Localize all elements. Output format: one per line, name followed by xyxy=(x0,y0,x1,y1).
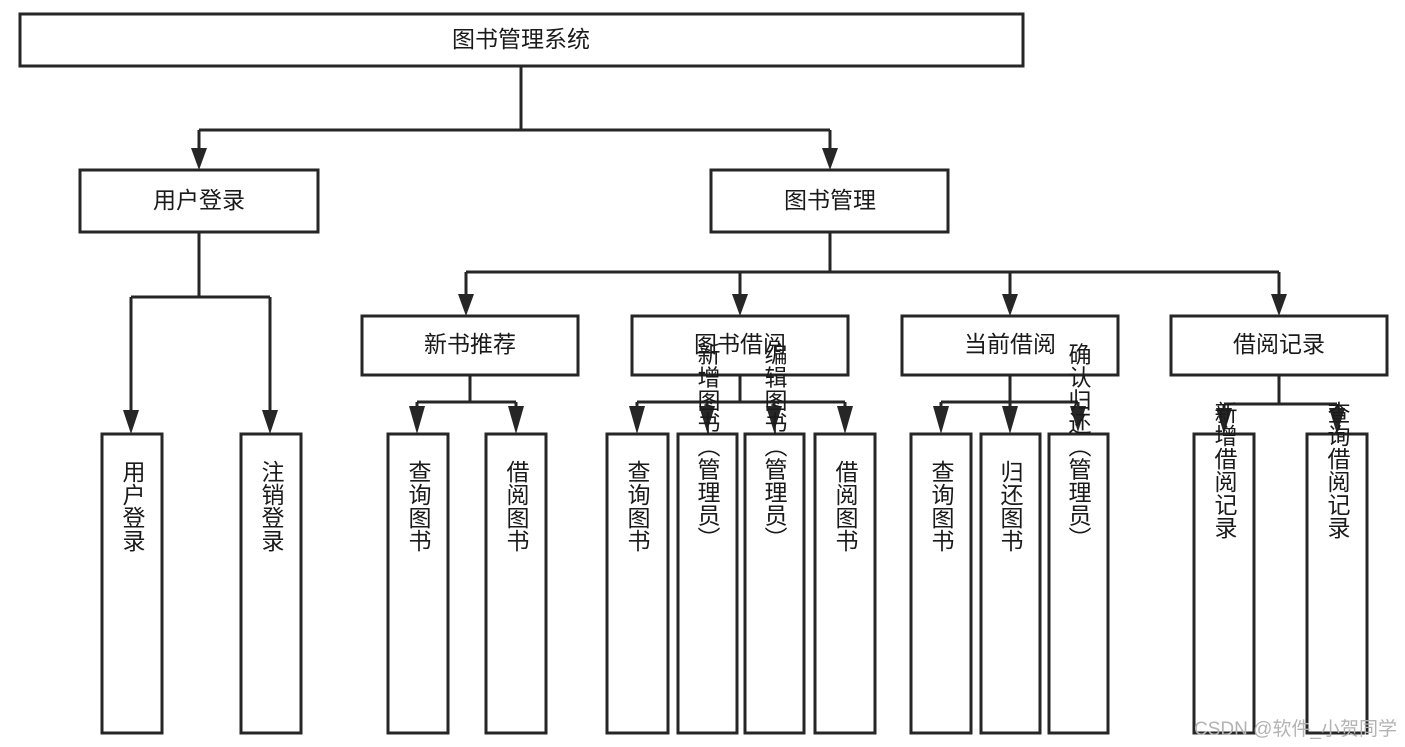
arrow-to-current-borrow xyxy=(1002,294,1018,316)
connector-group-new-book-recommend xyxy=(409,375,524,434)
node-leaf-borrow-book-1[interactable]: 借阅图书 xyxy=(484,432,548,735)
node-leaf-confirm-return-label: 确认归还（管理员） xyxy=(1065,343,1092,550)
node-user-login[interactable]: 用户登录 xyxy=(78,168,320,234)
connector-group-root xyxy=(191,66,838,170)
connector-group-book-borrow xyxy=(629,375,853,434)
node-leaf-user-logout-label: 注销登录 xyxy=(258,460,285,552)
node-leaf-add-book-box[interactable] xyxy=(676,432,739,735)
csdn-watermark: CSDN @软件_小贺同学 xyxy=(1194,719,1397,740)
node-leaf-add-book-label: 新增图书（管理员） xyxy=(694,343,721,550)
node-leaf-query-record-box[interactable] xyxy=(1305,432,1369,735)
node-leaf-borrow-book-1-label: 借阅图书 xyxy=(503,460,530,552)
node-leaf-query-book-2-label: 查询图书 xyxy=(624,460,651,552)
node-leaf-query-book-2-box[interactable] xyxy=(605,432,670,735)
node-leaf-query-book-3[interactable]: 查询图书 xyxy=(909,432,973,735)
arrow-to-leaf-user-login xyxy=(123,410,139,434)
node-new-book-recommend-label: 新书推荐 xyxy=(424,331,516,357)
arrow-to-leaf-edit-book xyxy=(766,406,782,432)
arrow-to-leaf-add-record xyxy=(1216,408,1232,434)
node-user-login-label: 用户登录 xyxy=(153,187,245,213)
node-leaf-add-record-label: 新增借阅记录 xyxy=(1211,401,1238,539)
node-new-book-recommend-box[interactable] xyxy=(360,314,580,377)
connector-group-borrow-record xyxy=(1216,375,1345,434)
node-book-borrow[interactable]: 图书借阅 xyxy=(630,314,850,377)
arrow-root-to-book-manage xyxy=(822,148,838,170)
node-leaf-query-book-2[interactable]: 查询图书 xyxy=(605,432,670,735)
node-leaf-add-record-box[interactable] xyxy=(1192,432,1256,735)
node-leaf-user-logout-box[interactable] xyxy=(239,432,303,735)
node-leaf-return-book-label: 归还图书 xyxy=(997,460,1024,552)
node-leaf-confirm-return[interactable]: 确认归还（管理员） xyxy=(1047,343,1110,735)
arrow-root-to-user-login xyxy=(191,148,207,170)
arrow-to-leaf-query-book-1 xyxy=(409,406,425,434)
node-book-manage-label: 图书管理 xyxy=(784,187,876,213)
node-book-manage-box[interactable] xyxy=(709,168,950,234)
node-current-borrow-box[interactable] xyxy=(900,314,1120,377)
node-borrow-record-label: 借阅记录 xyxy=(1233,331,1325,357)
node-leaf-return-book-box[interactable] xyxy=(979,432,1042,735)
node-book-borrow-box[interactable] xyxy=(630,314,850,377)
node-leaf-query-book-1[interactable]: 查询图书 xyxy=(386,432,450,735)
node-leaf-edit-book-box[interactable] xyxy=(743,432,806,735)
node-book-manage[interactable]: 图书管理 xyxy=(709,168,950,234)
node-leaf-query-book-3-label: 查询图书 xyxy=(928,460,955,552)
node-root-box[interactable] xyxy=(18,12,1025,68)
connector-group-book-manage xyxy=(458,232,1287,316)
node-leaf-edit-book[interactable]: 编辑图书（管理员） xyxy=(743,343,806,735)
node-leaf-user-logout[interactable]: 注销登录 xyxy=(239,432,303,735)
node-leaf-add-record[interactable]: 新增借阅记录 xyxy=(1192,401,1256,735)
connector-group-user-login xyxy=(123,232,278,434)
node-borrow-record-box[interactable] xyxy=(1169,314,1389,377)
node-leaf-add-book[interactable]: 新增图书（管理员） xyxy=(676,343,739,735)
arrow-to-leaf-confirm-return xyxy=(1070,406,1086,432)
node-leaf-borrow-book-2-label: 借阅图书 xyxy=(832,460,859,552)
arrow-to-leaf-borrow-book-1 xyxy=(508,406,524,434)
node-user-login-box[interactable] xyxy=(78,168,320,234)
node-leaf-user-login[interactable]: 用户登录 xyxy=(100,432,164,735)
node-leaf-user-login-label: 用户登录 xyxy=(119,460,146,552)
node-leaf-query-record-label: 查询借阅记录 xyxy=(1324,401,1351,539)
arrow-to-leaf-query-book-3 xyxy=(933,406,949,434)
node-new-book-recommend[interactable]: 新书推荐 xyxy=(360,314,580,377)
node-leaf-borrow-book-2[interactable]: 借阅图书 xyxy=(813,432,877,735)
node-leaf-borrow-book-2-box[interactable] xyxy=(813,432,877,735)
connector-group-current-borrow xyxy=(933,375,1086,434)
node-current-borrow-label: 当前借阅 xyxy=(964,331,1056,357)
node-leaf-edit-book-label: 编辑图书（管理员） xyxy=(761,343,788,550)
node-leaf-query-book-1-box[interactable] xyxy=(386,432,450,735)
arrow-to-leaf-query-book-2 xyxy=(629,406,645,434)
node-leaf-query-book-1-label: 查询图书 xyxy=(405,460,432,552)
arrow-to-borrow-record xyxy=(1271,294,1287,316)
arrow-to-leaf-borrow-book-2 xyxy=(837,406,853,434)
node-leaf-user-login-box[interactable] xyxy=(100,432,164,735)
node-leaf-query-record[interactable]: 查询借阅记录 xyxy=(1305,401,1369,735)
node-leaf-return-book[interactable]: 归还图书 xyxy=(979,432,1042,735)
node-leaf-confirm-return-box[interactable] xyxy=(1047,432,1110,735)
arrow-to-leaf-add-book xyxy=(699,406,715,432)
node-borrow-record[interactable]: 借阅记录 xyxy=(1169,314,1389,377)
node-root[interactable]: 图书管理系统 xyxy=(18,12,1025,68)
arrow-to-leaf-query-record xyxy=(1329,408,1345,434)
node-leaf-query-book-3-box[interactable] xyxy=(909,432,973,735)
arrow-to-leaf-return-book xyxy=(1002,406,1018,434)
arrow-to-book-borrow xyxy=(732,294,748,316)
arrow-to-new-book-recommend xyxy=(458,294,474,316)
node-leaf-borrow-book-1-box[interactable] xyxy=(484,432,548,735)
node-current-borrow[interactable]: 当前借阅 xyxy=(900,314,1120,377)
node-book-borrow-label: 图书借阅 xyxy=(694,331,786,357)
node-root-label: 图书管理系统 xyxy=(452,26,590,52)
arrow-to-leaf-user-logout xyxy=(262,410,278,434)
